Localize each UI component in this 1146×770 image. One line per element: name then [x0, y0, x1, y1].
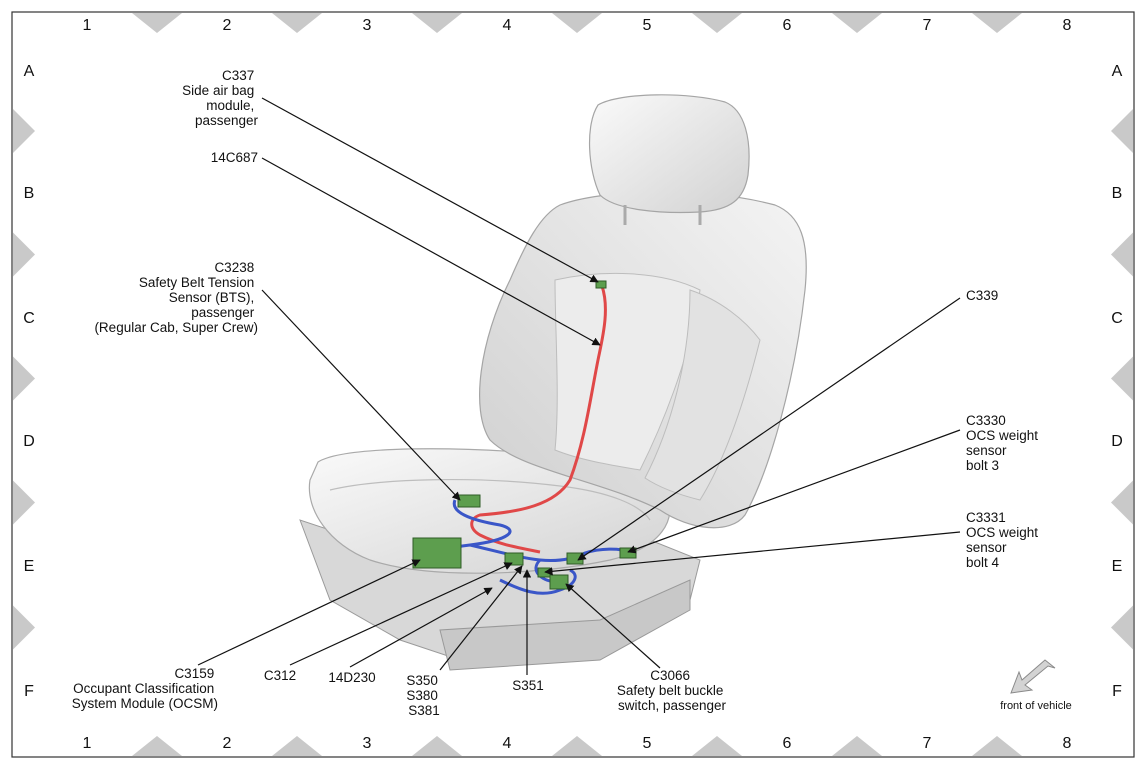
grid-marker-top — [692, 13, 742, 33]
callout-labels: C337 Side air bag module, passenger 14C6… — [72, 68, 1042, 718]
grid-col-label-bottom: 6 — [783, 735, 792, 752]
diagram-border — [11, 11, 1135, 758]
grid-row-label-left: D — [23, 433, 35, 450]
grid-marker-right — [1111, 109, 1133, 153]
grid-marker-top — [972, 13, 1022, 33]
leader-c312 — [289, 562, 513, 666]
grid-row-label-right: A — [1112, 63, 1123, 80]
grid-marker-right — [1111, 232, 1133, 277]
grid-col-label-bottom: 3 — [363, 735, 372, 752]
leader-14d230 — [349, 587, 493, 668]
grid-row-label-right: D — [1111, 433, 1123, 450]
leader-c3330 — [627, 429, 961, 554]
grid-marker-left — [13, 605, 35, 650]
grid-marker-right — [1111, 356, 1133, 401]
connector-c3331 — [537, 567, 551, 578]
leader-c3238 — [261, 289, 461, 501]
leader-c3066 — [565, 583, 661, 669]
callout-s351: S351 — [512, 678, 544, 693]
grid-marker-top — [552, 13, 602, 33]
leader-c337 — [261, 97, 599, 283]
connector-c312 — [504, 552, 524, 566]
callout-c337: C337 Side air bag module, passenger — [182, 68, 258, 128]
grid-markers — [13, 13, 1133, 756]
grid-marker-left — [13, 109, 35, 153]
callout-s350-s380-s381: S350 S380 S381 — [406, 673, 441, 718]
callout-c3330: C3330 OCS weight sensor bolt 3 — [966, 413, 1042, 473]
grid-marker-bottom — [692, 736, 742, 756]
callout-c3159: C3159 Occupant Classification System Mod… — [72, 666, 218, 711]
grid-marker-bottom — [412, 736, 462, 756]
grid-marker-top — [832, 13, 882, 33]
grid-marker-top — [272, 13, 322, 33]
callout-c312: C312 — [264, 668, 296, 683]
red-harness — [470, 285, 607, 554]
grid-row-label-left: A — [24, 63, 35, 80]
blue-harness — [424, 499, 631, 595]
callout-14d230: 14D230 — [328, 670, 375, 685]
leader-s350 — [439, 565, 523, 671]
grid-marker-bottom — [552, 736, 602, 756]
leader-c339 — [577, 297, 961, 561]
leader-14c687 — [261, 157, 601, 346]
grid-marker-bottom — [272, 736, 322, 756]
grid-col-label-top: 3 — [363, 17, 372, 34]
grid-col-label-top: 4 — [503, 17, 512, 34]
grid-marker-top — [132, 13, 182, 33]
grid-row-label-right: B — [1112, 185, 1123, 202]
grid-col-label-top: 5 — [643, 17, 652, 34]
grid-col-label-bottom: 8 — [1063, 735, 1072, 752]
grid-col-label-bottom: 1 — [83, 735, 92, 752]
grid-row-label-left: E — [24, 558, 35, 575]
callout-c3066: C3066 Safety belt buckle switch, passeng… — [617, 668, 727, 713]
grid-marker-right — [1111, 605, 1133, 650]
grid-col-label-bottom: 7 — [923, 735, 932, 752]
callout-c3331: C3331 OCS weight sensor bolt 4 — [966, 510, 1042, 570]
arrow-down-left-icon — [1010, 659, 1056, 694]
connector-c3238 — [457, 494, 481, 508]
seat-headrest — [589, 94, 750, 214]
leader-lines — [197, 97, 961, 675]
callout-14c687: 14C687 — [211, 150, 258, 165]
grid-marker-bottom — [832, 736, 882, 756]
grid-marker-left — [13, 356, 35, 401]
front-of-vehicle-indicator: front of vehicle — [1000, 659, 1072, 712]
callout-c339: C339 — [966, 288, 998, 303]
grid-col-label-top: 7 — [923, 17, 932, 34]
connector-c3066 — [549, 574, 569, 590]
grid-marker-right — [1111, 480, 1133, 525]
grid-marker-left — [13, 480, 35, 525]
grid-row-label-right: E — [1112, 558, 1123, 575]
connector-c337 — [595, 280, 607, 289]
seat-track — [439, 579, 691, 671]
grid-col-label-bottom: 4 — [503, 735, 512, 752]
front-of-vehicle-label: front of vehicle — [1000, 700, 1072, 712]
grid-row-label-left: F — [24, 683, 34, 700]
leader-c3159 — [197, 559, 421, 666]
grid-col-label-bottom: 2 — [223, 735, 232, 752]
grid-col-label-bottom: 5 — [643, 735, 652, 752]
grid-marker-left — [13, 232, 35, 277]
connectors — [412, 280, 637, 590]
grid-marker-top — [412, 13, 462, 33]
grid-marker-bottom — [972, 736, 1022, 756]
connector-c3159 — [412, 537, 462, 569]
grid-col-label-top: 6 — [783, 17, 792, 34]
grid-col-label-top: 1 — [83, 17, 92, 34]
grid-row-label-right: C — [1111, 310, 1123, 327]
passenger-seat-illustration — [299, 94, 807, 671]
grid-marker-bottom — [132, 736, 182, 756]
grid-col-label-top: 8 — [1063, 17, 1072, 34]
grid-row-label-left: C — [23, 310, 35, 327]
leader-c3331 — [544, 531, 961, 576]
grid-col-label-top: 2 — [223, 17, 232, 34]
wiring-harness — [424, 285, 631, 595]
callout-c3238: C3238 Safety Belt Tension Sensor (BTS), … — [94, 260, 258, 335]
grid-row-label-right: F — [1112, 683, 1122, 700]
grid-row-label-left: B — [24, 185, 35, 202]
